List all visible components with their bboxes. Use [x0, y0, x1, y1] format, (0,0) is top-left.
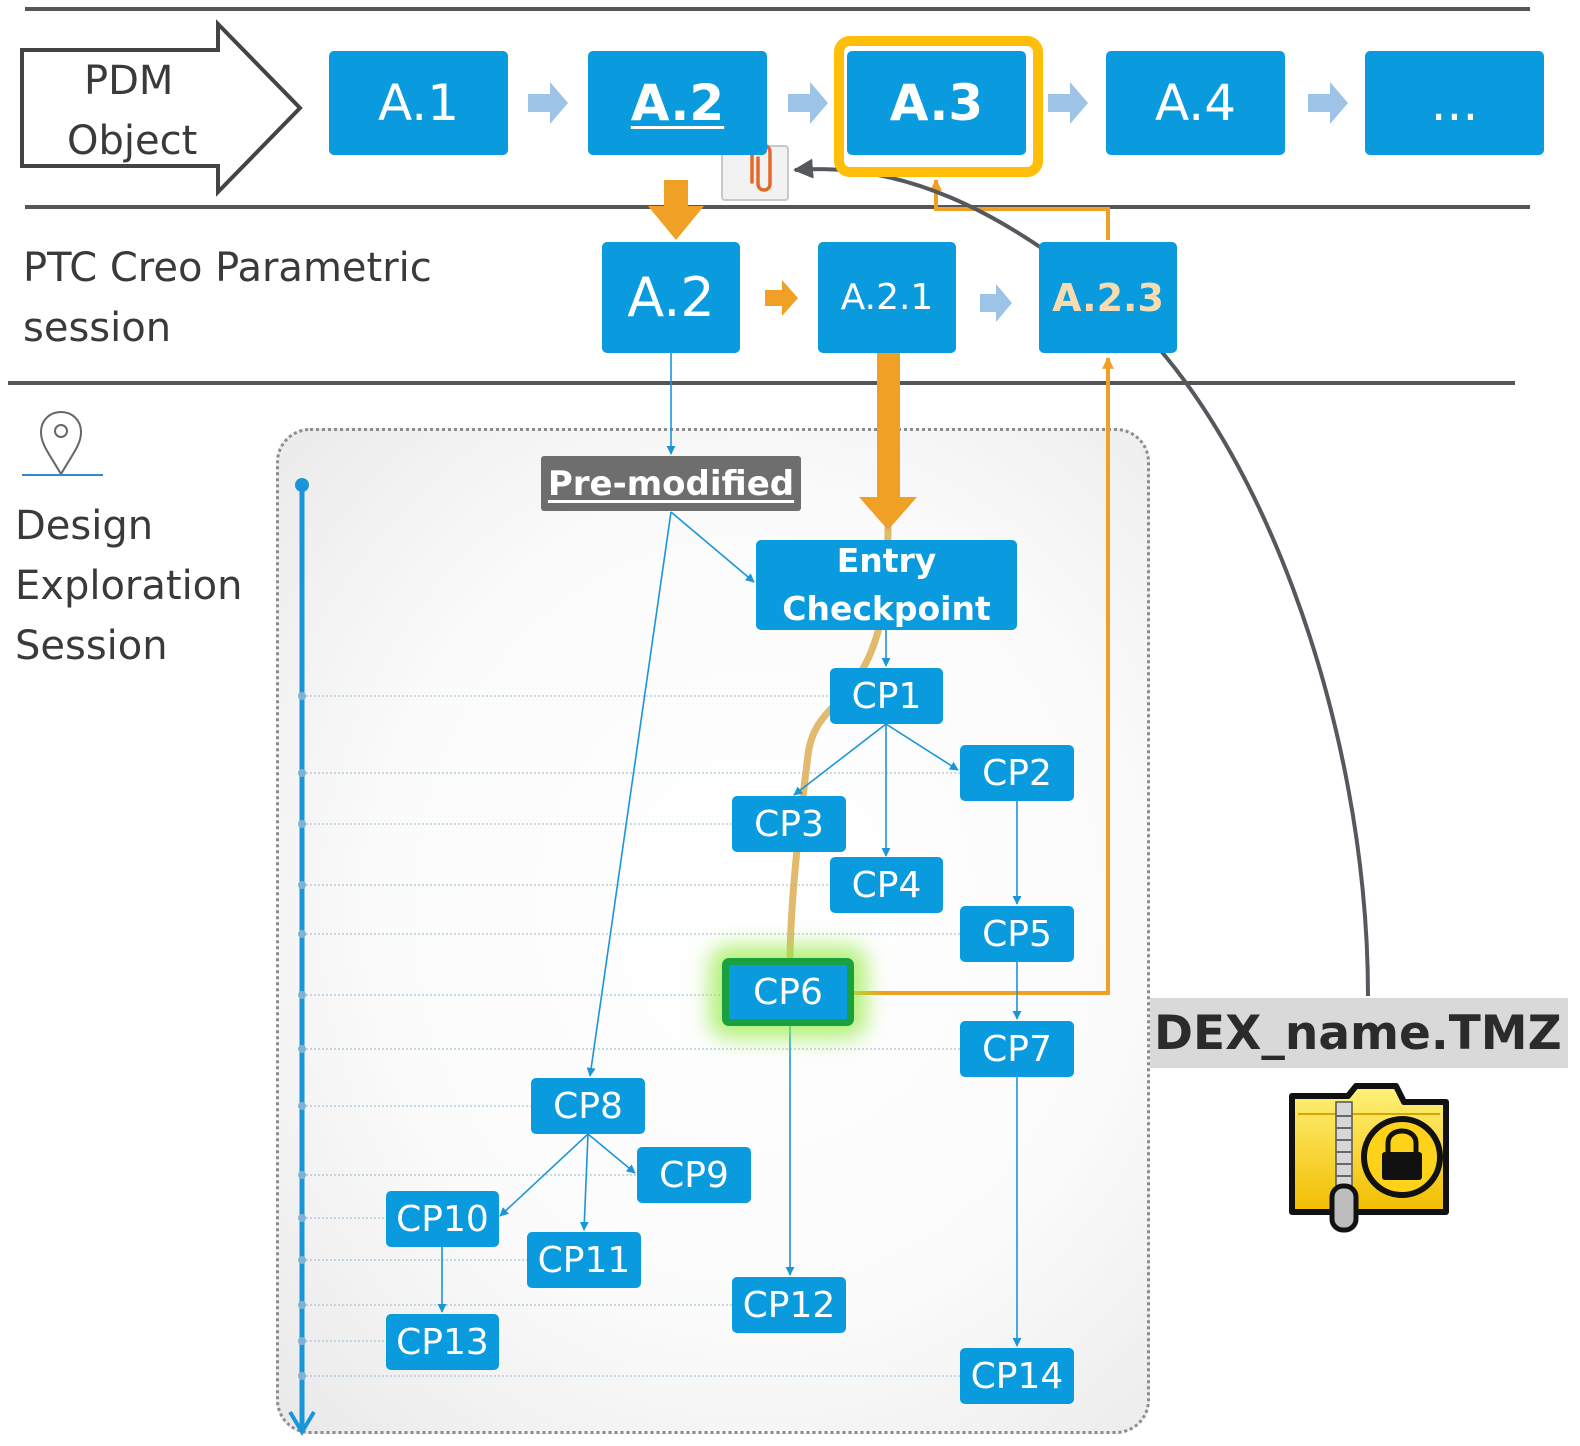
checkpoint-label: CP5 — [982, 913, 1052, 955]
checkpoint-label: CP6 — [753, 971, 823, 1013]
checkpoint-label: CP1 — [851, 675, 922, 717]
creo-session-label: PTC Creo Parametric — [23, 238, 432, 299]
orange-down-arrow-icon — [648, 180, 704, 240]
checkpoint-cp5[interactable]: CP5 — [960, 906, 1074, 962]
dex-label-line: Session — [15, 623, 168, 669]
orange-right-arrow-icon — [765, 280, 798, 316]
checkpoint-cp2[interactable]: CP2 — [960, 745, 1074, 801]
creo-label-line: PTC Creo Parametric — [23, 245, 432, 291]
checkpoint-cp9[interactable]: CP9 — [637, 1147, 751, 1203]
timeline-guides — [302, 695, 960, 1377]
exploration-session-label: Design — [15, 496, 153, 557]
timeline-start-dot — [295, 478, 309, 492]
pdm-version-a4[interactable]: A.4 — [1106, 51, 1285, 155]
pdm-version-a2[interactable]: A.2 — [588, 51, 767, 155]
pdm-version-a3[interactable]: A.3 — [847, 51, 1026, 155]
checkpoint-cp1[interactable]: CP1 — [830, 668, 943, 724]
pdm-object-label: PDM — [84, 51, 173, 112]
checkpoint-label: CP11 — [537, 1239, 631, 1281]
tree-connectors — [437, 353, 1022, 1347]
checkpoint-label: CP7 — [982, 1028, 1052, 1070]
timeline-ticks — [298, 692, 306, 1380]
orange-thick-down-arrow — [859, 352, 917, 530]
pre-modified-label: Pre-modified — [547, 463, 795, 504]
entry-line: Checkpoint — [782, 589, 991, 628]
creo-version-a23[interactable]: A.2.3 — [1039, 242, 1177, 353]
checkpoint-cp4[interactable]: CP4 — [830, 857, 943, 913]
return-loop-line — [930, 178, 1110, 240]
exploration-session-label: Exploration — [15, 556, 243, 617]
checkpoint-label: CP12 — [742, 1284, 836, 1326]
checkpoint-cp8[interactable]: CP8 — [531, 1078, 645, 1134]
pdm-label-line: PDM — [84, 58, 174, 104]
dex-label-line: Exploration — [15, 563, 243, 609]
right-arrow-icon — [980, 284, 1012, 322]
pdm-version-more[interactable]: ... — [1365, 51, 1544, 155]
version-label: ... — [1430, 74, 1479, 132]
version-label: A.3 — [889, 74, 984, 132]
checkpoint-label: CP4 — [851, 864, 922, 906]
checkpoint-label: CP8 — [553, 1085, 623, 1127]
checkpoint-cp6[interactable]: CP6 — [722, 958, 854, 1026]
pdm-object-arrow-shape — [20, 19, 303, 197]
creo-version-a21[interactable]: A.2.1 — [818, 242, 956, 353]
checkpoint-cp10[interactable]: CP10 — [386, 1191, 499, 1247]
entry-line: Entry — [836, 541, 937, 580]
checkpoint-label: CP9 — [659, 1154, 729, 1196]
version-label: A.2 — [627, 266, 715, 329]
pdm-flow-arrows — [528, 82, 1348, 322]
version-label: A.1 — [377, 74, 460, 132]
archive-link-arrow — [793, 158, 1370, 997]
pdm-object-label: Object — [67, 111, 197, 172]
creo-session-label: session — [23, 298, 171, 359]
version-label: A.2.3 — [1052, 275, 1164, 320]
creo-version-a2[interactable]: A.2 — [602, 242, 740, 353]
current-version-highlight — [834, 36, 1043, 177]
checkpoint-label: CP3 — [754, 803, 824, 845]
right-arrow-icon — [528, 82, 568, 124]
pdm-version-a1[interactable]: A.1 — [329, 51, 508, 155]
right-arrow-icon — [788, 82, 828, 124]
checkpoint-label: CP13 — [396, 1321, 489, 1363]
archive-file-name: DEX_name.TMZ — [1154, 1005, 1562, 1061]
dex-label-line: Design — [15, 503, 154, 549]
version-label: A.2.1 — [840, 277, 934, 318]
checkpoint-label: CP2 — [982, 752, 1052, 794]
right-arrow-icon — [1048, 82, 1088, 124]
checkpoint-cp14[interactable]: CP14 — [960, 1348, 1074, 1404]
checkpoint-cp3[interactable]: CP3 — [732, 796, 846, 852]
version-label: A.4 — [1154, 74, 1237, 132]
checkpoint-cp13[interactable]: CP13 — [386, 1314, 499, 1370]
checkpoint-label: CP14 — [970, 1355, 1064, 1397]
location-pin-icon — [22, 410, 103, 476]
entry-checkpoint[interactable]: Entry Checkpoint — [756, 540, 1017, 630]
checkpoint-label: CP10 — [396, 1198, 489, 1240]
checkpoint-cp11[interactable]: CP11 — [527, 1232, 641, 1288]
checkpoint-cp7[interactable]: CP7 — [960, 1021, 1074, 1077]
timeline-end-arrow — [288, 1410, 316, 1436]
return-loop-line — [852, 356, 1114, 995]
version-label: A.2 — [630, 74, 725, 132]
pre-modified-state[interactable]: Pre-modified — [541, 456, 801, 511]
exploration-session-label: Session — [15, 616, 168, 677]
locked-zip-folder-icon — [1289, 1083, 1449, 1233]
right-arrow-icon — [1308, 82, 1348, 124]
archive-file-label[interactable]: DEX_name.TMZ — [1150, 998, 1568, 1068]
pdm-label-line: Object — [67, 118, 198, 164]
creo-label-line: session — [23, 305, 172, 351]
checkpoint-cp12[interactable]: CP12 — [732, 1277, 846, 1333]
